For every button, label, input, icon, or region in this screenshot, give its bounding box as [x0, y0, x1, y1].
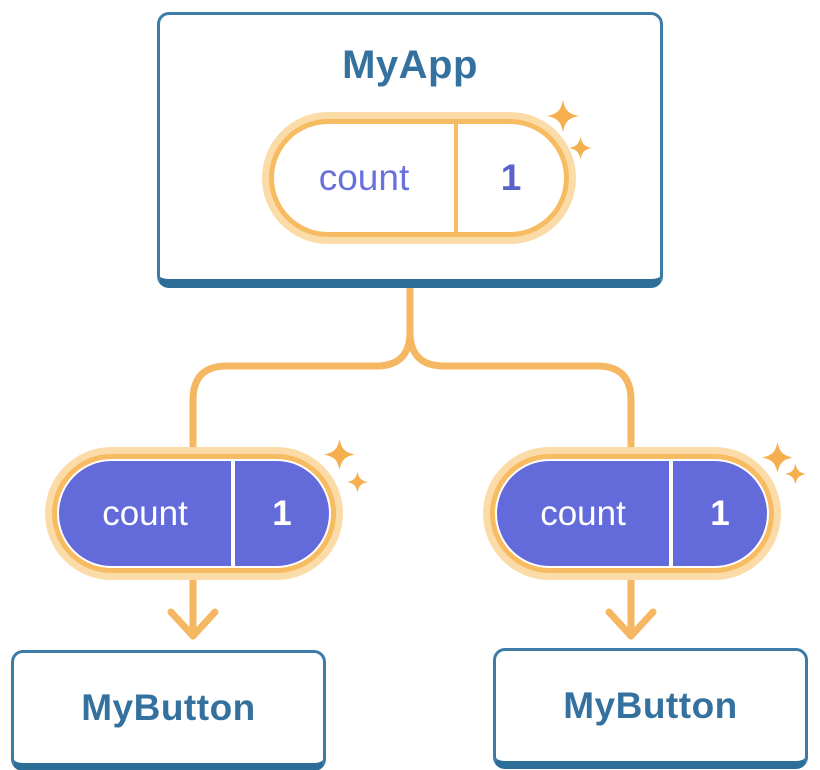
state-pill: count 1	[262, 112, 576, 244]
sparkle-icon	[547, 100, 579, 132]
sparkle-icon	[785, 463, 806, 485]
prop-pill: count 1	[483, 447, 781, 580]
arrow-down-icon	[605, 608, 657, 640]
component-title: MyApp	[342, 43, 478, 87]
prop-pill: count 1	[45, 447, 343, 580]
component-title: MyButton	[81, 687, 256, 728]
arrow-down-icon	[167, 608, 219, 640]
component-node-mybutton: MyButton	[11, 650, 326, 770]
state-value: 1	[500, 157, 522, 198]
connector-branch-right	[406, 287, 635, 632]
prop-pill-body: count 1	[490, 454, 774, 573]
pill-divider	[231, 461, 235, 566]
prop-value: 1	[673, 461, 767, 566]
pill-divider	[669, 461, 673, 566]
sparkle-icon	[347, 471, 368, 493]
sparkle-icon	[762, 442, 793, 473]
state-pill-body: count 1	[269, 119, 569, 237]
component-node-mybutton: MyButton	[493, 648, 808, 769]
component-title: MyButton	[563, 685, 738, 726]
prop-name: count	[497, 461, 669, 566]
state-name: count	[318, 157, 410, 198]
prop-pill-body: count 1	[52, 454, 336, 573]
prop-value: 1	[235, 461, 329, 566]
prop-name: count	[59, 461, 231, 566]
pill-divider	[454, 124, 458, 232]
sparkle-icon	[324, 439, 355, 470]
sparkle-icon	[569, 136, 592, 160]
